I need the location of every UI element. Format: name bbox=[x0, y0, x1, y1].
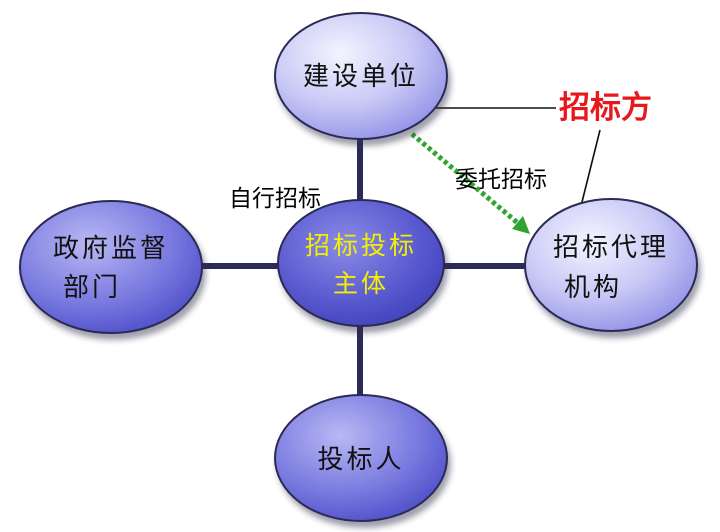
node-tender-bid-parties-shape bbox=[277, 199, 445, 327]
label-self-tender: 自行招标 bbox=[229, 186, 321, 212]
node-tender-agency-line1: 招标代理 bbox=[553, 233, 669, 263]
label-tenderer: 招标方 bbox=[559, 90, 652, 126]
node-tender-agency-line2: 机构 bbox=[564, 273, 622, 303]
node-government-supervision-line2: 部门 bbox=[63, 273, 121, 303]
node-tender-bid-parties-line2: 主体 bbox=[333, 269, 389, 298]
node-bidder-shape bbox=[274, 394, 448, 522]
node-bidder-label: 投标人 bbox=[317, 445, 404, 475]
node-government-supervision-line1: 政府监督 bbox=[53, 234, 169, 264]
node-construction-unit-label: 建设单位 bbox=[303, 62, 419, 92]
node-government-supervision: 政府监督 部门 bbox=[19, 200, 203, 334]
node-tender-agency: 招标代理 机构 bbox=[524, 198, 698, 332]
node-tender-bid-parties: 招标投标 主体 bbox=[277, 199, 445, 327]
label-entrust-tender: 委托招标 bbox=[455, 167, 547, 193]
node-tender-bid-parties-line1: 招标投标 bbox=[305, 231, 417, 260]
node-government-supervision-shape bbox=[19, 200, 203, 334]
node-construction-unit-shape bbox=[274, 12, 448, 140]
node-construction-unit: 建设单位 bbox=[274, 12, 448, 140]
dotted-arrow-icon bbox=[410, 132, 530, 234]
delegate-arrow-head bbox=[512, 216, 530, 234]
node-tender-agency-shape bbox=[524, 198, 698, 332]
delegate-arrow-shaft bbox=[410, 132, 521, 226]
connectors bbox=[198, 130, 530, 395]
node-bidder: 投标人 bbox=[274, 394, 448, 522]
